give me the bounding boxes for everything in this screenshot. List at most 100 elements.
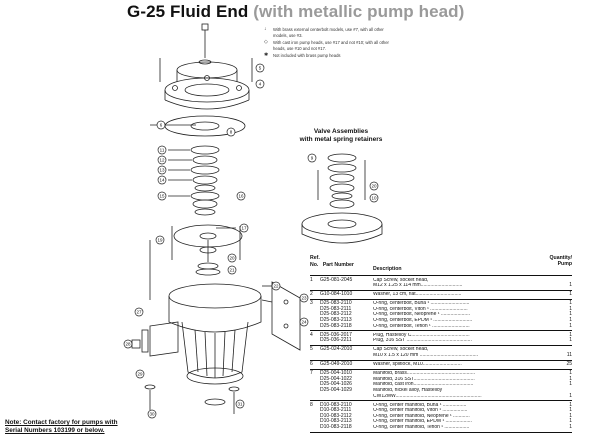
part-number-cell: G25-024-2010	[320, 346, 353, 353]
part-number-cell: G25-049-2010	[320, 361, 353, 368]
svg-text:23: 23	[301, 296, 307, 301]
quantity-cell: 1	[569, 337, 572, 344]
part-number-cell: D25-083-2110	[320, 300, 352, 307]
table-row-line: D10-083-2118 O-ring, center manifold, Tef…	[310, 424, 572, 431]
table-row-line: 6 G25-049-2010 Washer, splitlock, M10.....…	[310, 362, 572, 368]
table-row-line: M10 x 1.5 x 120 mm .....................…	[310, 352, 572, 359]
ref-cell: 6	[310, 361, 313, 368]
svg-text:22: 22	[273, 284, 279, 289]
svg-text:8: 8	[230, 130, 233, 135]
table-row-line: D25-083-2113 O-ring, centerbolt, EPDM ¹ .…	[310, 317, 572, 324]
ref-cell: 1	[310, 276, 313, 283]
ref-cell: 7	[310, 370, 313, 377]
part-number-cell: D25-036-2211	[320, 337, 352, 344]
part-number-cell: D10-083-2113	[320, 418, 352, 425]
svg-text:5: 5	[259, 66, 262, 71]
quantity-cell: 1	[569, 305, 572, 312]
description-cell: O-ring, centerbolt, EPDM ¹ .............…	[373, 318, 473, 324]
ref-cell: 8	[310, 401, 313, 408]
table-row: 7 D25-004-1010 Manifold, brass............…	[310, 370, 572, 402]
part-number-cell: D25-004-1022	[320, 375, 352, 382]
description-cell: O-ring, center manifold, Buna ¹ ........…	[373, 402, 467, 408]
valve-assemblies-label: Valve Assemblies with metal spring retai…	[281, 128, 401, 143]
quantity-cell: 11	[566, 352, 572, 359]
description-cell: O-ring, center manifold, Teflon ¹ ......…	[373, 425, 470, 431]
part-number-cell: D10-083-2112	[320, 412, 352, 419]
description-cell: M10 x 1.5 x 120 mm .....................…	[373, 353, 479, 359]
svg-text:20: 20	[229, 256, 235, 261]
note-text: With cast iron pump heads, use #17 and n…	[273, 40, 389, 51]
table-row-line: M12 x 1.25 x 114 mm.....................…	[310, 282, 572, 289]
quantity-cell: 1	[569, 317, 572, 324]
quantity-cell: 25	[566, 361, 572, 368]
down-arrow-icon: ↓	[264, 26, 267, 32]
table-row-line: D25-004-1022 Manifold, 316 SST...........…	[310, 375, 572, 383]
description-cell: Manifold, brass.........................…	[373, 371, 475, 377]
quantity-cell: 1	[569, 322, 572, 329]
part-number-cell: G10-084-1010	[320, 291, 353, 298]
quantity-cell: 1	[569, 375, 572, 382]
parts-table-header: Ref. No. Part Number Description Quantit…	[310, 253, 572, 276]
svg-text:6: 6	[160, 123, 163, 128]
description-cell: Washer, splitlock, M10..................…	[373, 362, 462, 368]
description-cell: Plug, 316 SST ..........................…	[373, 338, 472, 344]
svg-text:28: 28	[125, 342, 131, 347]
note-3: ✱ Not included with brass pump heads	[264, 53, 394, 59]
description-cell: O-ring, center manifold, EPDM ¹ ........…	[373, 419, 472, 425]
part-number-cell: D25-083-2113	[320, 317, 352, 324]
svg-text:13: 13	[159, 168, 165, 173]
quantity-cell: 1	[569, 412, 572, 419]
svg-text:14: 14	[159, 178, 165, 183]
diamond-icon: ◇	[264, 39, 268, 46]
title-main: G-25 Fluid End	[127, 2, 249, 21]
svg-text:27: 27	[136, 310, 142, 315]
svg-text:9: 9	[311, 156, 314, 161]
table-row-line: D25-036-2211 Plug, 316 SST ..............…	[310, 338, 572, 344]
header-description: Description	[373, 266, 402, 272]
svg-text:20: 20	[371, 184, 377, 189]
quantity-cell: 1	[569, 424, 572, 431]
description-cell: M12 x 1.25 x 114 mm.....................…	[373, 283, 463, 289]
quantity-cell: 1	[569, 291, 572, 298]
part-number-cell: D25-083-2112	[320, 311, 352, 318]
description-cell: Manifold, cast iron.....................…	[373, 382, 474, 388]
quantity-cell: 1	[569, 381, 572, 388]
description-cell: Manifold, nickel alloy, Hastelloy	[373, 388, 443, 393]
note-text: With brass external centerbolt models, u…	[273, 27, 384, 38]
quantity-cell: 1	[569, 331, 572, 338]
quantity-cell: 1	[569, 370, 572, 377]
part-number-cell: D25-004-1010	[320, 370, 352, 377]
description-cell: Manifold, 316 SST.......................…	[373, 376, 475, 382]
description-cell: O-ring, centerbolt, Buna ¹ .............…	[373, 301, 470, 307]
quantity-cell: 1	[569, 392, 572, 399]
description-cell: Plug, Hastelloy C.......................…	[373, 332, 470, 338]
table-row-line: 7 D25-004-1010 Manifold, brass............…	[310, 371, 572, 377]
svg-text:17: 17	[241, 226, 247, 231]
svg-text:11: 11	[160, 148, 165, 153]
quantity-cell: 1	[569, 401, 572, 408]
asterisk-icon: ✱	[264, 52, 269, 59]
svg-text:30: 30	[149, 412, 155, 417]
part-number-cell: D10-083-2118	[320, 424, 352, 431]
part-number-cell: D25-083-2111	[320, 305, 352, 312]
quantity-cell: 1	[569, 407, 572, 414]
description-cell: O-ring, centerbolt, Neoprene ¹ .........…	[373, 312, 470, 318]
part-number-cell: G25-081-2045	[320, 276, 353, 283]
table-row: 6 G25-049-2010 Washer, splitlock, M10.....…	[310, 361, 572, 370]
quantity-cell: 1	[569, 311, 572, 318]
header-ref: Ref.	[310, 255, 320, 261]
svg-text:10: 10	[371, 196, 377, 201]
quantity-cell: 1	[569, 282, 572, 289]
